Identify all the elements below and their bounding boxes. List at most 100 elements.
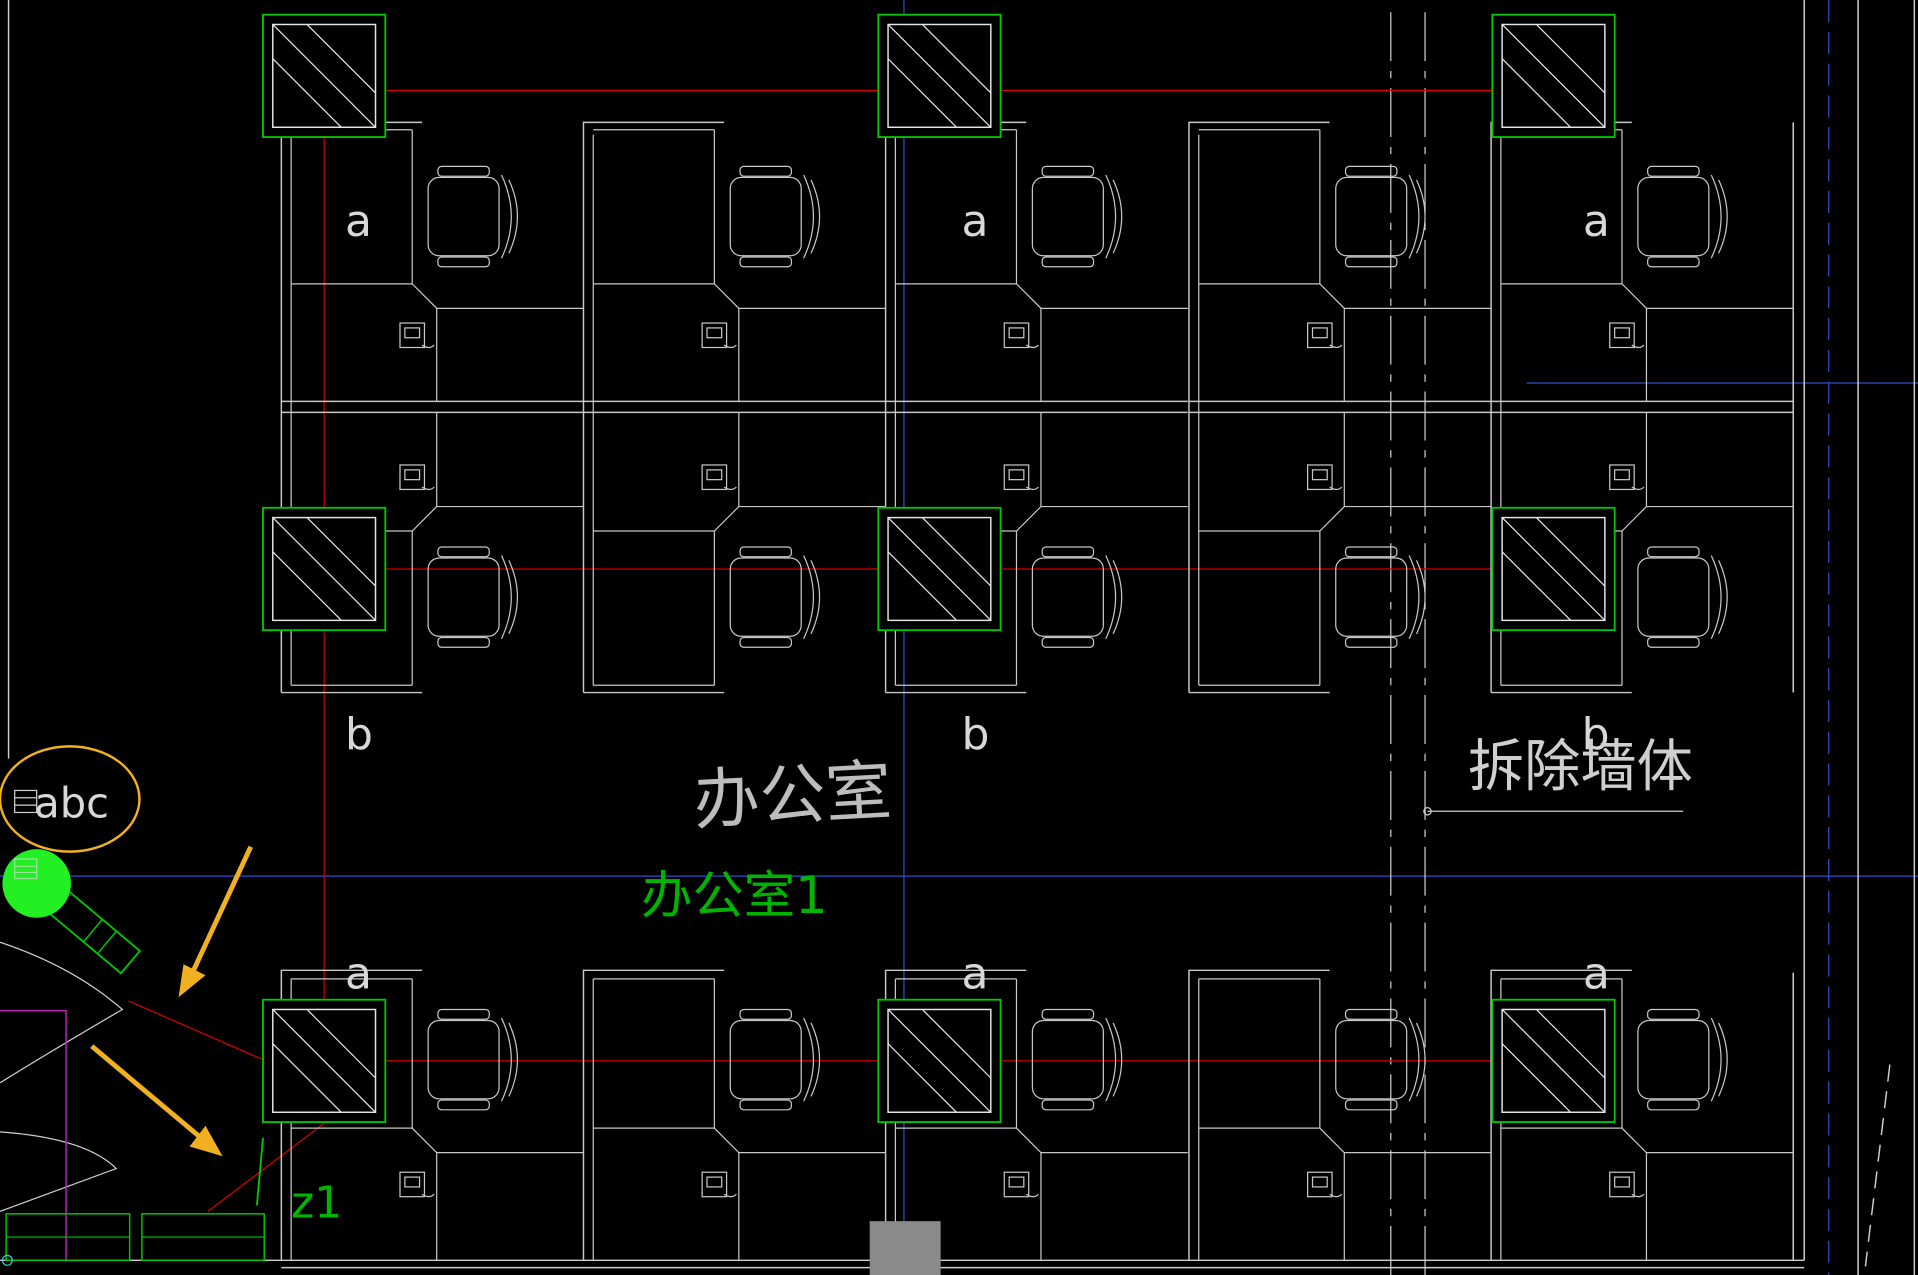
phone-body (399, 322, 426, 349)
door-swing-dashed (1864, 1064, 1891, 1267)
phone-body (701, 1171, 728, 1198)
desk-edge (593, 283, 886, 309)
grip-hatch-box (14, 858, 38, 880)
workstation-lower (1490, 969, 1794, 1261)
column-hatch-line (921, 24, 992, 94)
label-a: a (961, 949, 988, 1000)
desk-edge (1198, 1127, 1492, 1154)
chair-armrest-top (1344, 1008, 1398, 1020)
desk-edge (895, 1127, 1188, 1154)
desk-phone (1307, 464, 1343, 491)
chair-armrest-top (739, 1008, 793, 1020)
phone-screen (706, 327, 723, 339)
phone-body (1307, 464, 1333, 491)
chair-backrest (500, 1017, 512, 1102)
desk-edge (1198, 283, 1492, 309)
office-chair (1637, 1008, 1728, 1111)
abc-text: abc (34, 778, 109, 827)
axis-line-diagonal-2 (207, 1122, 325, 1212)
phone-cord (1025, 486, 1039, 491)
desk-phone (1609, 464, 1645, 491)
column-hatch-line (1501, 1043, 1572, 1113)
desk-edge (895, 283, 1188, 309)
chair-armrest-top (437, 165, 490, 177)
office-chair (729, 546, 821, 648)
phone-screen (1614, 327, 1630, 339)
cad-labels: a a a a a a b b b 办公室 办公室1 拆除墙体 z1 (291, 196, 1693, 1228)
workstation-lower (1188, 969, 1492, 1261)
chair-backrest-outer (810, 179, 821, 254)
phone-cord (723, 344, 737, 349)
phone-cord (1631, 1193, 1645, 1198)
highlight-circle (0, 745, 141, 853)
abc-hatch-box (14, 789, 38, 814)
structural-column (262, 506, 387, 632)
chair-seat (1637, 1019, 1710, 1100)
desk-phone (1003, 1171, 1039, 1198)
abc-annotation[interactable]: abc (0, 745, 141, 853)
office-chair (427, 1008, 518, 1111)
column-inner-box (1501, 1008, 1606, 1113)
chair-seat (729, 557, 802, 637)
chair-seat (1031, 1019, 1104, 1100)
chair-seat (729, 176, 802, 257)
chair-seat (1637, 557, 1710, 637)
chair-armrest-bottom (1344, 1099, 1398, 1111)
demolish-wall-label: 拆除墙体 (1468, 735, 1693, 800)
chair-armrest-top (1344, 546, 1398, 558)
structural-column (877, 13, 1002, 138)
office-chair (1031, 1008, 1123, 1111)
label-b: b (1582, 709, 1610, 760)
phone-screen (1311, 1176, 1328, 1188)
workstation-lower (582, 969, 886, 1261)
partition-outline (1188, 121, 1330, 693)
chair-armrest-top (739, 546, 793, 558)
structural-column (877, 998, 1002, 1123)
selected-element[interactable] (2, 849, 142, 975)
office-chair (1335, 165, 1426, 268)
phone-body (1003, 322, 1030, 349)
column-hatch-line (1501, 517, 1606, 621)
office-chair (1335, 546, 1426, 648)
phone-screen (1008, 1176, 1025, 1188)
chair-backrest (1408, 555, 1420, 639)
curved-wall-2 (0, 1131, 118, 1212)
column-hatch-line (1501, 551, 1572, 621)
column-hatch-line (887, 551, 957, 621)
column-tag-leader (255, 1137, 264, 1206)
phone-screen (1614, 469, 1630, 481)
desk-phone (1609, 322, 1645, 349)
desk-phone (1307, 322, 1343, 349)
column-hatch-line (1535, 1009, 1606, 1079)
chair-backrest-outer (1112, 560, 1123, 635)
phone-cord (1025, 344, 1039, 349)
column-inner-box (887, 23, 992, 128)
chair-armrest-bottom (1647, 256, 1700, 268)
chair-backrest-outer (1415, 560, 1426, 635)
label-b: b (345, 709, 373, 760)
column-hatch-line (272, 517, 376, 621)
partition-outline (884, 969, 1027, 1261)
chair-armrest-top (1041, 546, 1095, 558)
column-hatch-line (272, 24, 376, 128)
label-a: a (1583, 949, 1610, 1000)
grey-block (869, 1221, 941, 1275)
desk-edge (291, 283, 584, 309)
phone-screen (404, 1176, 421, 1188)
arrow-1-head (178, 964, 206, 998)
chair-backrest-outer (810, 1022, 821, 1097)
partition-outline (1490, 969, 1632, 1261)
chair-armrest-top (437, 1008, 490, 1020)
office-chair (1335, 1008, 1426, 1111)
column-hatch-line (272, 1043, 342, 1113)
chair-backrest-outer (508, 560, 518, 635)
workstation-pair-upper (1490, 121, 1794, 694)
phone-body (1609, 464, 1635, 491)
desk-edge (1500, 1127, 1794, 1154)
column-hatch-line (921, 517, 992, 587)
phone-cord (1329, 1193, 1343, 1198)
phone-body (1609, 1171, 1635, 1198)
chair-armrest-bottom (739, 256, 793, 268)
partition-outline (582, 969, 725, 1261)
